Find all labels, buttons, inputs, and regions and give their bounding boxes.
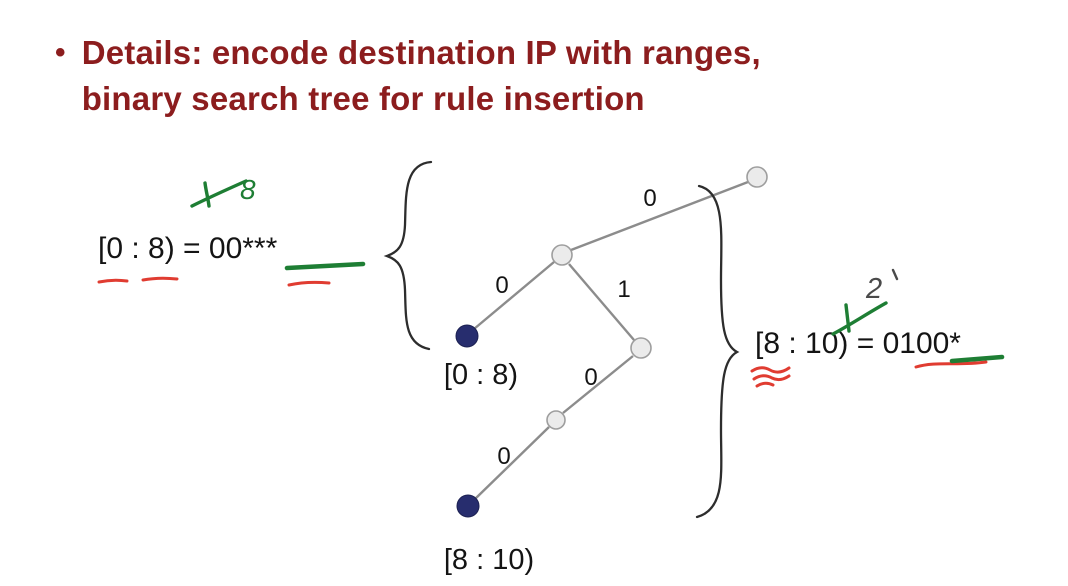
red-underline-left-2 — [141, 276, 179, 282]
red-underline-left-3 — [287, 280, 331, 287]
edge-b-to-leaf1 — [473, 261, 555, 330]
handwritten-check-right — [831, 301, 888, 336]
tree-node-internal-c — [630, 337, 652, 359]
green-underline-right — [949, 354, 1005, 364]
handwritten-check-right-tail — [844, 303, 851, 333]
tree-leaf-node-8-10 — [456, 494, 480, 518]
edge-label-root-to-b: 0 — [643, 185, 656, 212]
tree-leaf-node-0-8 — [455, 324, 479, 348]
edge-label-c-to-d: 0 — [584, 364, 597, 391]
edge-c-to-d — [562, 355, 634, 414]
red-underline-left-1 — [97, 278, 129, 284]
left-annotation-text: [0 : 8) = 00*** — [98, 232, 278, 265]
slide-title-text: Details: encode destination IP with rang… — [82, 30, 761, 122]
title-line-2: binary search tree for rule insertion — [81, 80, 645, 117]
slide-bullet-item: • Details: encode destination IP with ra… — [55, 30, 761, 122]
right-annotation-text: [8 : 10) = 0100* — [755, 327, 961, 360]
red-scribble-right-3 — [755, 381, 775, 388]
title-line-1: Details: encode destination IP with rang… — [81, 34, 761, 71]
handwritten-check-left-tail — [203, 181, 211, 208]
edge-label-b-to-c: 1 — [617, 276, 630, 303]
handwritten-2: 2 — [865, 273, 882, 305]
handwritten-8: 8 — [240, 174, 256, 205]
tree-node-internal-d — [546, 410, 566, 430]
bullet-marker: • — [55, 36, 66, 69]
left-brace — [383, 160, 433, 351]
red-scribble-right-1 — [750, 366, 791, 374]
tree-node-internal-b — [551, 244, 573, 266]
edge-label-b-to-leaf1: 0 — [495, 272, 508, 299]
tree-node-root — [746, 166, 768, 188]
leaf1-range-label: [0 : 8) — [444, 359, 518, 391]
red-underline-right — [914, 360, 988, 369]
edge-root-to-b — [570, 180, 749, 252]
edge-label-d-to-leaf2: 0 — [497, 443, 510, 470]
edge-d-to-leaf2 — [474, 426, 550, 500]
green-underline-left — [284, 261, 366, 271]
right-brace — [695, 184, 740, 519]
handwritten-tick-mark — [891, 268, 899, 281]
red-scribble-right-2 — [752, 374, 791, 382]
leaf2-range-label: [8 : 10) — [444, 544, 534, 576]
edge-b-to-c — [568, 263, 635, 341]
handwritten-check-left — [190, 179, 248, 208]
